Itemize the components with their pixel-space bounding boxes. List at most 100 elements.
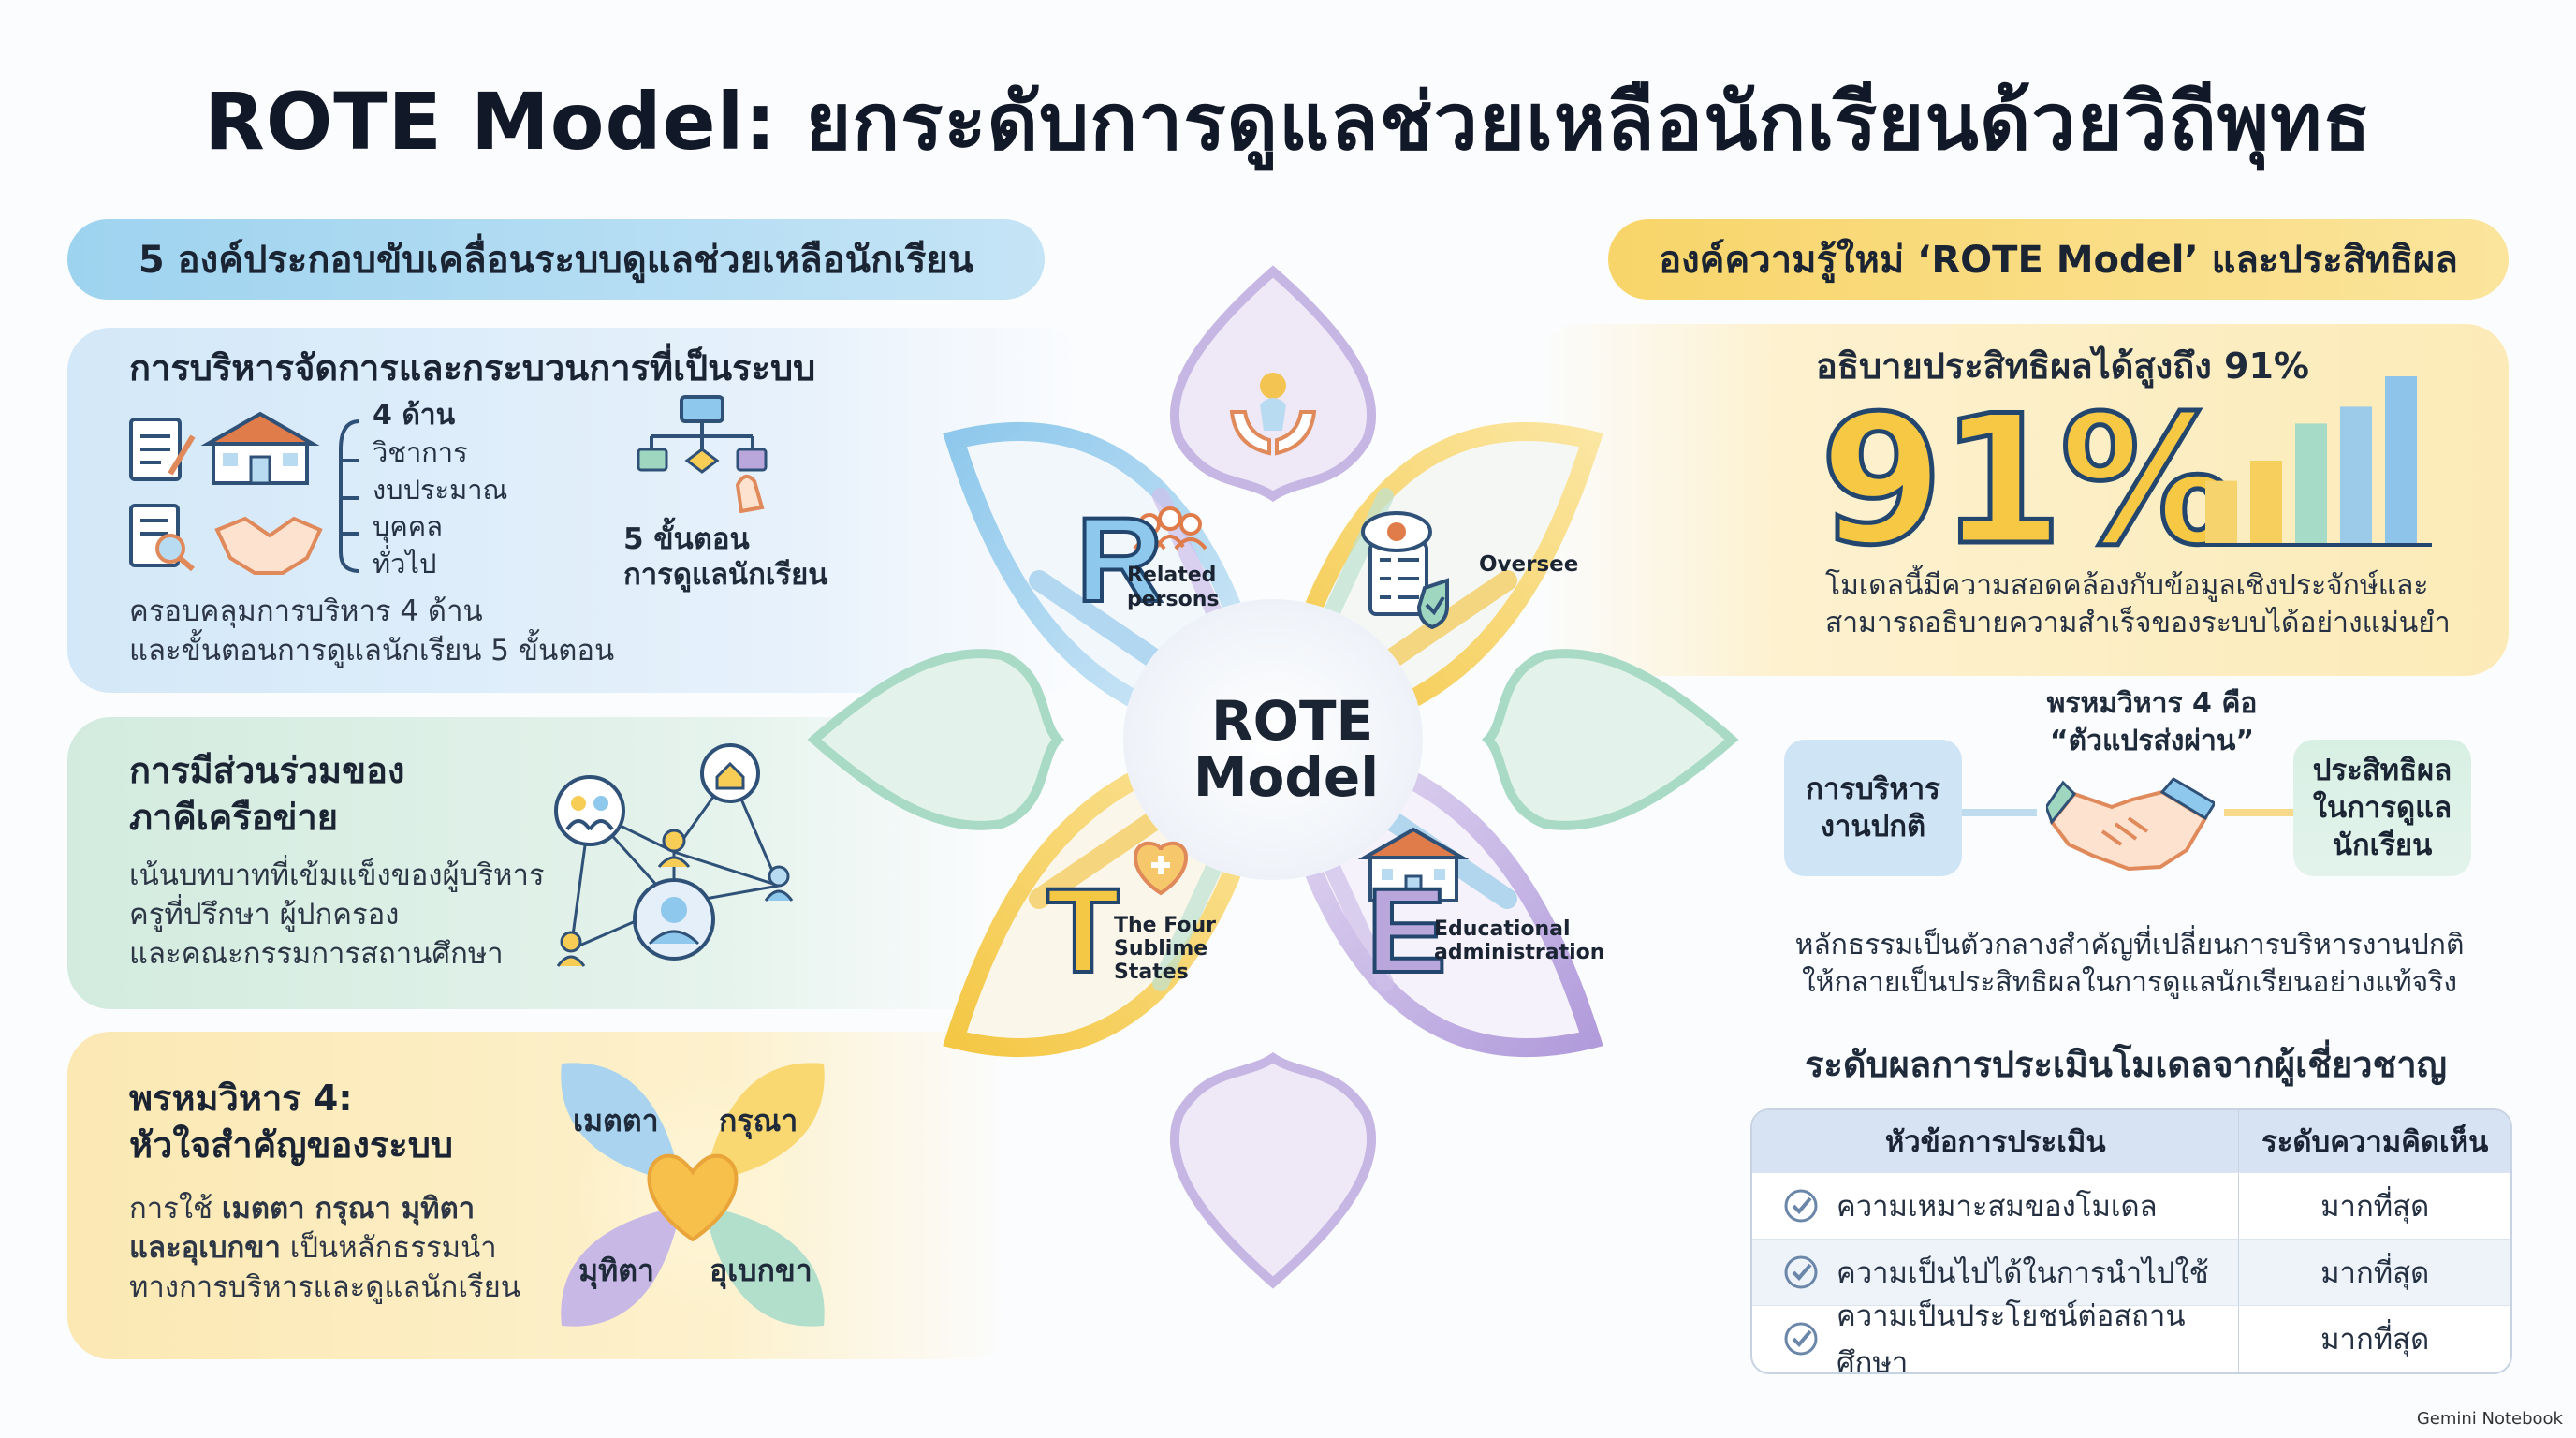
page-title: ROTE Model: ยกระดับการดูแลช่วยเหลือนักเร… [204,76,2372,168]
evaluation-table: หัวข้อการประเมิน ระดับความคิดเห็น ความเห… [1750,1108,2512,1374]
mediator-caption-line2: “ตัวแปรส่งผ่าน” [2049,725,2255,757]
management-title: การบริหารจัดการและกระบวนการที่เป็นระบบ [129,347,816,389]
right-section-header: องค์ความรู้ใหม่ ‘ROTE Model’ และประสิทธิ… [1608,219,2509,300]
petal-upekkha: อุเบกขา [710,1253,812,1288]
mediator-desc-line2: ให้กลายเป็นประสิทธิผลในการดูแลนักเรียนอย… [1802,966,2457,999]
row-item: ความเหมาะสมของโมเดล [1837,1190,2158,1224]
t-letter: T [1046,864,1120,998]
oversee-checklist-icon [1361,511,1449,630]
metta-petal [561,1063,681,1183]
school-icon [200,411,320,485]
growth-bar [2385,376,2417,545]
effectiveness-line3: นักเรียน [2332,829,2433,862]
brahma-title-line1: พรหมวิหาร 4: [129,1078,353,1119]
check-circle-icon [1782,1187,1820,1225]
heart-plus-icon [1134,841,1188,896]
evaluation-title: ระดับผลการประเมินโมเดลจากผู้เชี่ยวชาญ [1805,1044,2448,1085]
efficacy-big-number: 91% [1818,377,2241,584]
rote-center-line1: ROTE [1211,689,1374,753]
management-desc-line2: และขั้นตอนการดูแลนักเรียน 5 ขั้นตอน [129,634,615,668]
area-4: ทั่วไป [373,548,437,580]
brahma-desc-line2: และอุเบกขา เป็นหลักธรรมนำ [129,1231,497,1265]
growth-bar [2250,461,2282,545]
routine-admin-line2: งานปกติ [1820,810,1926,844]
network-desc-line1: เน้นบทบาทที่เข้มแข็งของผู้บริหาร [129,858,545,892]
efficacy-desc-line2: สามารถอธิบายความสำเร็จของระบบได้อย่างแม่… [1825,607,2451,639]
petal-karuna: กรุณา [719,1103,798,1138]
area-3: บุคคล [373,510,443,542]
mudita-petal [561,1206,681,1327]
effectiveness-line1: ประสิทธิผล [2312,754,2452,787]
petal-mudita: มุทิตา [578,1253,654,1288]
o-label: Oversee [1479,552,1579,577]
left-section-header: 5 องค์ประกอบขับเคลื่อนระบบดูแลช่วยเหลือน… [67,219,1045,300]
network-title-line2: ภาคีเครือข่าย [129,797,339,838]
row-item: ความเป็นประโยชน์ต่อสถานศึกษา [1837,1299,2186,1374]
brahmavihara-card [67,1032,1013,1359]
check-circle-icon [1782,1320,1820,1357]
column-header-item: หัวข้อการประเมิน [1884,1125,2106,1159]
table-row: ความเป็นประโยชน์ต่อสถานศึกษา มากที่สุด [1752,1299,2510,1372]
connector-right [2224,809,2293,816]
steps-line1: 5 ขั้นตอน [623,522,750,556]
flowchart-icon [637,395,768,513]
network-graph-icon [554,743,794,967]
mediator-desc-line1: หลักธรรมเป็นตัวกลางสำคัญที่เปลี่ยนการบริ… [1794,929,2465,961]
table-row: ความเป็นไปได้ในการนำไปใช้ มากที่สุด [1752,1239,2510,1305]
row-level: มากที่สุด [2238,1240,2510,1305]
growth-bar [2295,423,2327,545]
area-2: งบประมาณ [373,474,508,506]
brahma-desc-line3: ทางการบริหารและดูแลนักเรียน [129,1270,520,1304]
upekkha-petal [704,1206,825,1327]
routine-admin-line1: การบริหาร [1806,772,1940,806]
table-header: หัวข้อการประเมิน ระดับความคิดเห็น [1752,1110,2510,1172]
management-icons [129,411,323,575]
row-item: ความเป็นไปได้ในการนำไปใช้ [1837,1256,2209,1290]
efficacy-desc-line1: โมเดลนี้มีความสอดคล้องกับข้อมูลเชิงประจั… [1825,569,2429,602]
t-label-2: Sublime [1114,937,1208,961]
people-group-icon [1133,506,1208,550]
left-petal [807,649,1065,830]
heart-icon [647,1153,739,1242]
e-label-1: Educational [1434,917,1571,941]
mediator-caption-line1: พรหมวิหาร 4 คือ [2046,687,2258,720]
e-label-2: administration [1434,941,1605,964]
right-petal [1481,649,1739,830]
growth-bar [2205,480,2237,545]
growth-bar [2340,406,2372,545]
area-0: 4 ด้าน [373,399,456,432]
row-level: มากที่สุด [2238,1306,2510,1372]
network-title-line1: การมีส่วนร่วมของ [129,750,405,791]
column-header-level: ระดับความคิดเห็น [2238,1110,2510,1172]
t-label-1: The Four [1114,914,1217,937]
document-icon [129,418,196,481]
rote-center-disk [1123,599,1423,880]
brahma-desc-line1: การใช้ เมตตา กรุณา มุทิตา [129,1192,476,1225]
handshake-icon [214,516,323,575]
connector-left [1962,809,2037,816]
effectiveness-line2: ในการดูแล [2312,791,2452,825]
bottom-petal [1169,1051,1377,1289]
areas-bracket [339,419,360,573]
area-1: วิชาการ [373,436,468,468]
r-letter: R [1076,493,1163,627]
caring-hands-icon [1229,373,1317,456]
e-letter: E [1367,864,1446,998]
row-level: มากที่สุด [2238,1173,2510,1239]
efficacy-title: อธิบายประสิทธิผลได้สูงถึง 91% [1816,345,2309,387]
karuna-petal [704,1063,825,1183]
routine-admin-box: การบริหาร งานปกติ [1784,740,1962,876]
rote-center-line2: Model [1193,745,1380,809]
family-node [554,775,625,846]
handshake-icon [2046,777,2215,872]
check-circle-icon [1782,1254,1820,1291]
school-building-icon [1357,827,1470,902]
r-label-2: persons [1127,588,1220,611]
management-card [67,328,1088,693]
brahma-title-line2: หัวใจสำคัญของระบบ [129,1124,453,1166]
management-desc-line1: ครอบคลุมการบริหาร 4 ด้าน [129,594,483,628]
four-petal-heart [561,1063,825,1327]
rote-lotus-diagram: R T E [807,265,1739,1289]
petal-metta: เมตตา [573,1103,659,1138]
network-desc-line3: และคณะกรรมการสถานศึกษา [129,937,504,971]
